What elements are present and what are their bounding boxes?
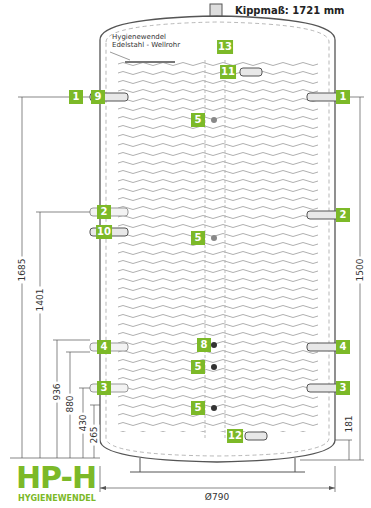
- product-subtitle: HYGIENEWENDEL: [18, 494, 96, 503]
- callout-number: 12: [227, 429, 243, 443]
- diameter-value: Ø790: [203, 492, 231, 503]
- dimension-value: 936: [52, 381, 63, 402]
- callout-number: 3: [97, 381, 111, 395]
- callout-number: 5: [191, 113, 205, 127]
- callout-number: 1: [69, 90, 83, 104]
- callout-number: 13: [217, 40, 233, 54]
- callout-number: 11: [220, 65, 236, 79]
- callout-number: 4: [336, 340, 350, 354]
- callout-number: 5: [191, 231, 205, 245]
- coil-note: Hygienewendel Edelstahl - Wellrohr: [112, 33, 190, 49]
- callout-number: 2: [336, 208, 350, 222]
- dimension-value: 265: [89, 424, 100, 445]
- dimension-value: 1685: [17, 257, 28, 284]
- product-title: HP-H: [16, 462, 96, 494]
- callout-number: 2: [97, 205, 111, 219]
- tilt-dimension: Kippmaß: 1721 mm: [235, 5, 345, 16]
- callout-number: 8: [197, 338, 211, 352]
- callout-number: 4: [97, 340, 111, 354]
- callout-number: 5: [191, 360, 205, 374]
- callout-number: 3: [336, 381, 350, 395]
- callout-number: 1: [336, 90, 350, 104]
- dimension-value: 1401: [35, 287, 46, 314]
- callout-number: 10: [96, 225, 112, 239]
- callout-number: 5: [191, 401, 205, 415]
- dimension-value: 430: [78, 412, 89, 433]
- dimension-value: 880: [65, 393, 76, 414]
- dimension-value: 181: [344, 413, 355, 434]
- callout-number: 9: [91, 90, 105, 104]
- dimension-value: 1500: [355, 257, 366, 284]
